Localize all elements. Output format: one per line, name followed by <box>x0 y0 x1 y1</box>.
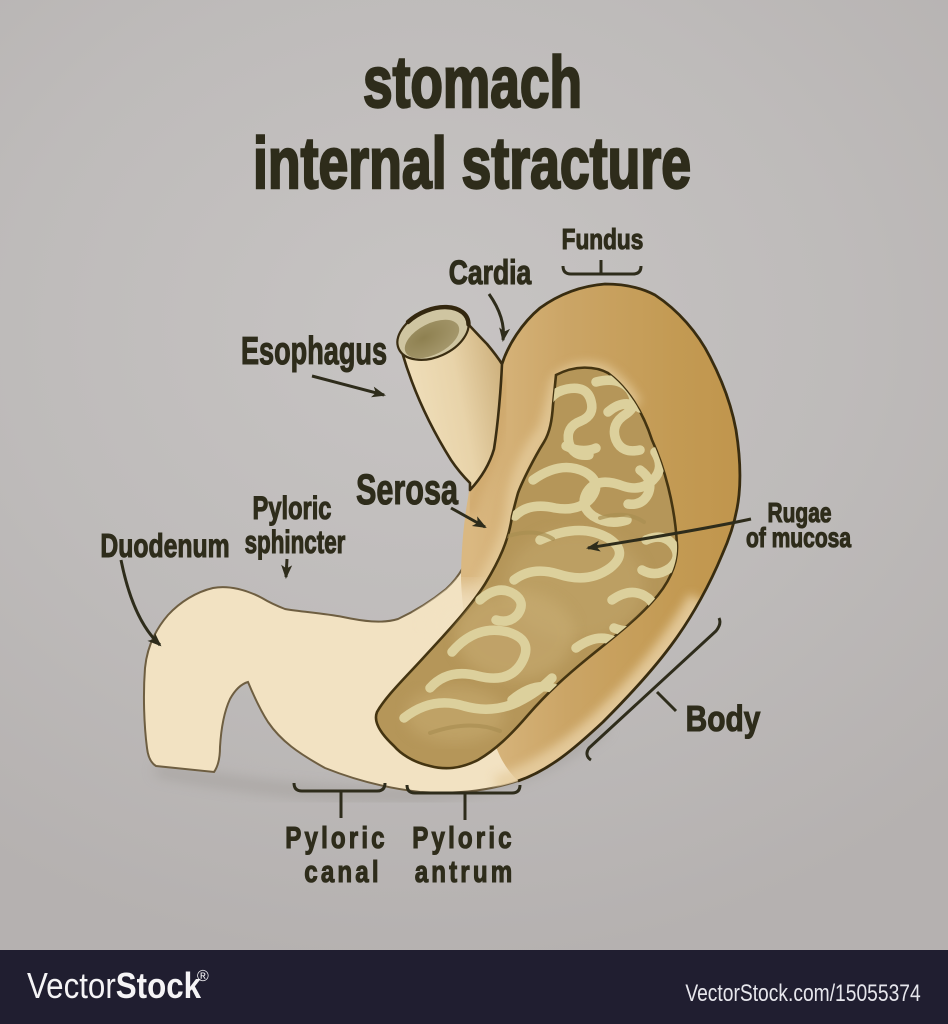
svg-text:antrum: antrum <box>415 854 516 889</box>
svg-text:Cardia: Cardia <box>449 254 532 292</box>
svg-text:Pyloric: Pyloric <box>412 820 514 855</box>
svg-text:VectorStock: VectorStock <box>27 966 201 1007</box>
svg-text:Duodenum: Duodenum <box>100 529 229 565</box>
svg-text:Pyloric: Pyloric <box>285 820 387 855</box>
svg-text:canal: canal <box>304 854 381 889</box>
svg-text:Body: Body <box>686 699 761 739</box>
svg-text:Rugae: Rugae <box>768 498 832 529</box>
svg-text:Pyloric: Pyloric <box>253 491 332 526</box>
svg-text:stomach: stomach <box>363 43 582 123</box>
svg-text:Serosa: Serosa <box>356 465 458 513</box>
svg-text:internal stracture: internal stracture <box>253 124 691 203</box>
svg-text:VectorStock.com/15055374: VectorStock.com/15055374 <box>685 979 920 1007</box>
svg-text:sphincter: sphincter <box>245 524 346 560</box>
svg-text:Fundus: Fundus <box>562 222 644 255</box>
svg-text:of mucosa: of mucosa <box>746 523 851 554</box>
svg-text:Esophagus: Esophagus <box>241 330 387 373</box>
svg-text:®: ® <box>197 968 209 985</box>
